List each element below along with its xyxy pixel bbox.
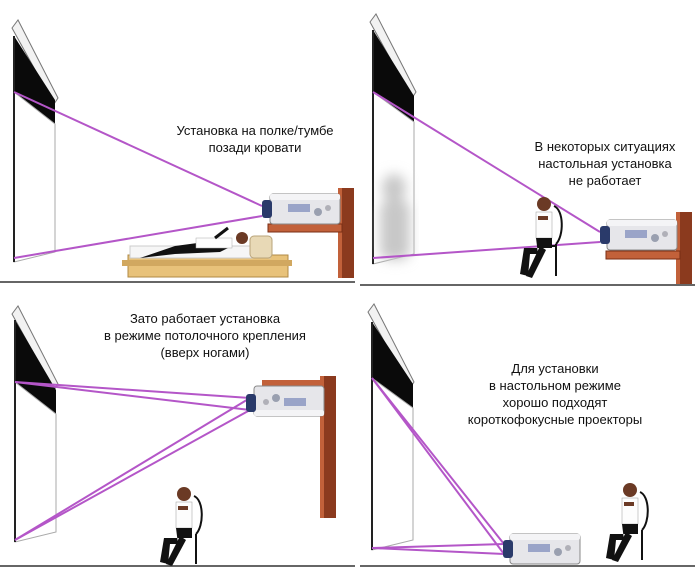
projection-beam: [371, 543, 505, 549]
ceiling-mount: [262, 380, 324, 386]
caption-line: не работает: [568, 173, 642, 188]
caption-line: хорошо подходят: [502, 395, 608, 410]
person-lying: [140, 226, 248, 258]
shelf: [605, 250, 681, 260]
projection-beam: [371, 547, 505, 555]
person-seated: [520, 197, 563, 278]
panel-table: [360, 13, 695, 286]
caption-line: настольная установка: [538, 156, 672, 171]
projection-beam: [14, 381, 251, 411]
projection-beam: [14, 397, 251, 541]
wall-panel: [322, 376, 336, 518]
caption-line: в настольном режиме: [489, 378, 621, 393]
projection-beam: [371, 377, 505, 555]
wall-panel: [678, 212, 692, 284]
caption-line: короткофокусные проекторы: [467, 412, 643, 427]
panel-ceiling: [0, 305, 355, 567]
person-seated: [606, 483, 649, 562]
caption-ceiling: Зато работает установка в режиме потолоч…: [75, 310, 335, 361]
projection-beam: [14, 381, 251, 399]
screen-black-border: [14, 36, 55, 124]
screen-black-border: [372, 322, 413, 408]
projection-beam: [13, 91, 263, 207]
projection-beam: [13, 215, 263, 259]
caption-line: в режиме потолочного крепления: [104, 328, 306, 343]
caption-line: В некоторых ситуациях: [534, 139, 676, 154]
caption-line: позади кровати: [208, 140, 302, 155]
projection-beam: [14, 409, 251, 541]
projection-beam: [372, 91, 601, 233]
projector: [269, 193, 341, 225]
caption-line: Для установки: [511, 361, 599, 376]
wall-panel: [340, 188, 354, 278]
projector-inverted: [253, 385, 325, 417]
screen-black-border: [15, 320, 56, 414]
caption-line: (вверх ногами): [160, 345, 250, 360]
head-shadow: [380, 174, 410, 260]
caption-short-throw: Для установки в настольном режиме хорошо…: [440, 360, 670, 428]
panel-shelf: [0, 19, 355, 283]
projection-beam: [372, 241, 601, 259]
projection-beam: [371, 377, 505, 545]
panel-short-throw: [360, 303, 695, 567]
caption-table: В некоторых ситуациях настольная установ…: [520, 138, 690, 189]
caption-shelf: Установка на полке/тумбе позади кровати: [140, 122, 370, 156]
projector: [509, 533, 581, 565]
shelf: [267, 223, 343, 233]
projector: [606, 219, 678, 251]
person-seated: [160, 487, 203, 566]
caption-line: Зато работает установка: [129, 311, 281, 326]
caption-line: Установка на полке/тумбе: [176, 123, 334, 138]
